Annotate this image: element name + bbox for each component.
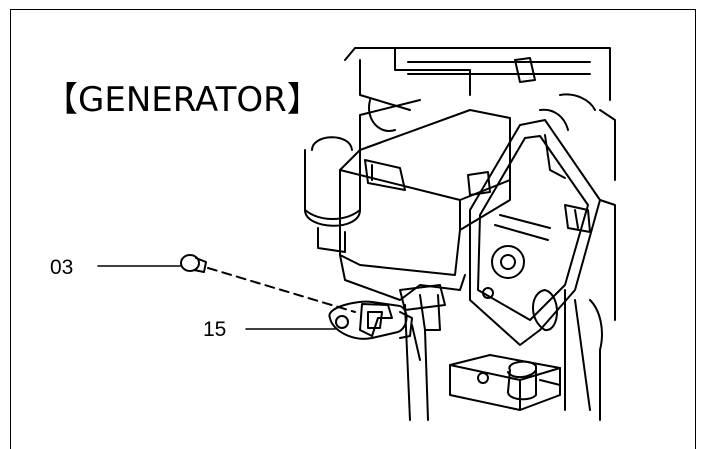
diagram-frame	[10, 9, 696, 449]
bracket-plate	[469, 119, 601, 346]
assembly-dashed-line	[207, 267, 356, 313]
sensor-15	[328, 300, 421, 361]
bolt-03	[180, 254, 207, 273]
upper-assembly	[344, 47, 611, 132]
bottom-bolt-assembly	[449, 354, 561, 411]
main-block	[339, 99, 511, 276]
callout-label-03: 03	[50, 256, 74, 279]
cylinder	[304, 136, 361, 253]
right-side-structure	[532, 109, 616, 421]
diagram-title: 【GENERATOR】	[44, 80, 321, 120]
callout-label-15: 15	[203, 318, 227, 341]
